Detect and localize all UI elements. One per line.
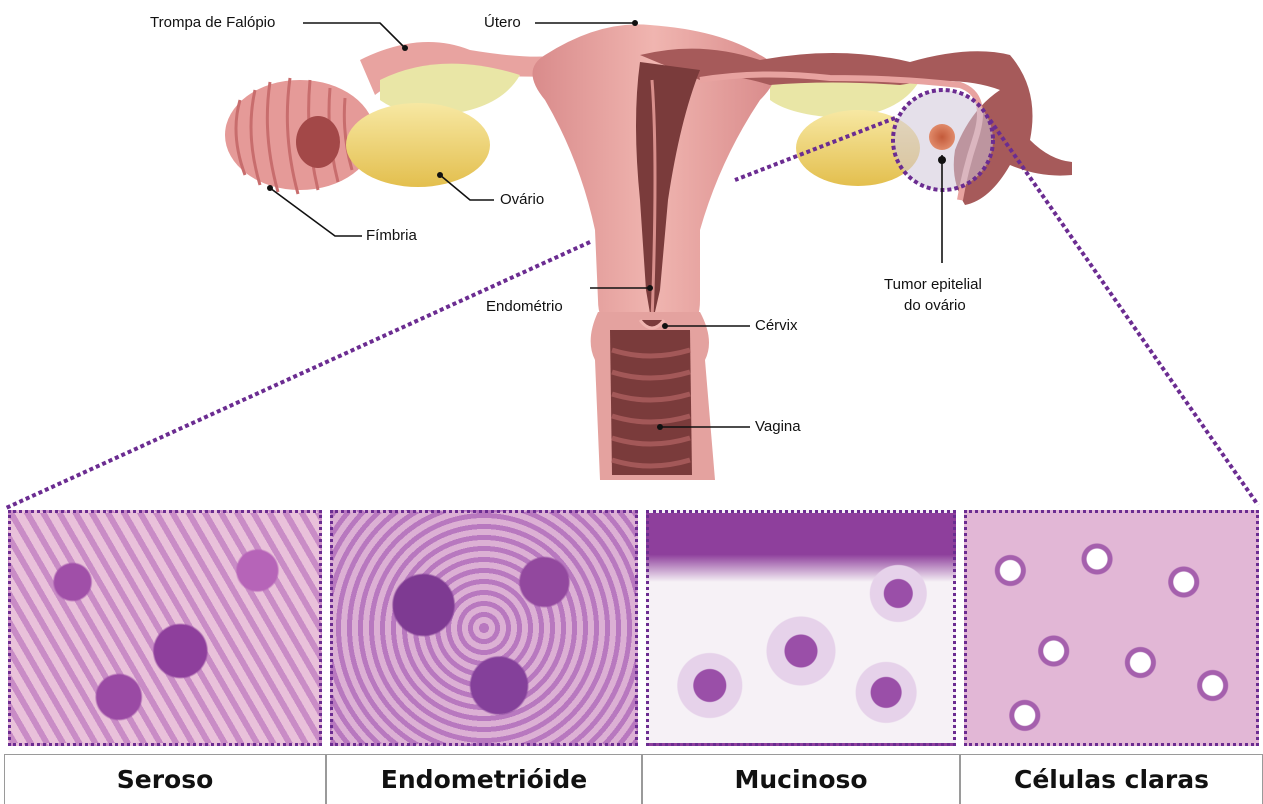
histology-row: Seroso Endometrióide Mucinoso Células cl… <box>0 506 1263 802</box>
label-fallopian-tube: Trompa de Falópio <box>150 14 275 32</box>
histology-panel-endometrioid: Endometrióide <box>326 506 642 802</box>
left-ovary <box>346 103 490 187</box>
label-tumor-line1: Tumor epitelial <box>884 276 982 294</box>
histology-panel-serous: Seroso <box>4 506 326 802</box>
histology-panel-mucinous: Mucinoso <box>642 506 960 802</box>
label-vagina: Vagina <box>755 418 801 436</box>
histology-image-serous <box>8 510 322 746</box>
histology-image-mucinous <box>646 510 956 746</box>
label-fimbria: Fímbria <box>366 227 417 245</box>
tumor-mass <box>929 124 955 150</box>
label-ovary: Ovário <box>500 191 544 209</box>
histology-label-serous: Seroso <box>4 754 326 804</box>
histology-panel-clear-cell: Células claras <box>960 506 1263 802</box>
label-cervix: Cérvix <box>755 317 798 335</box>
histology-label-mucinous: Mucinoso <box>642 754 960 804</box>
label-uterus: Útero <box>484 14 521 32</box>
histology-image-clear-cell <box>964 510 1259 746</box>
histology-label-clear-cell: Células claras <box>960 754 1263 804</box>
histology-image-endometrioid <box>330 510 638 746</box>
histology-label-endometrioid: Endometrióide <box>326 754 642 804</box>
label-tumor-line2: do ovário <box>904 297 966 315</box>
label-endometrium: Endométrio <box>486 298 563 316</box>
